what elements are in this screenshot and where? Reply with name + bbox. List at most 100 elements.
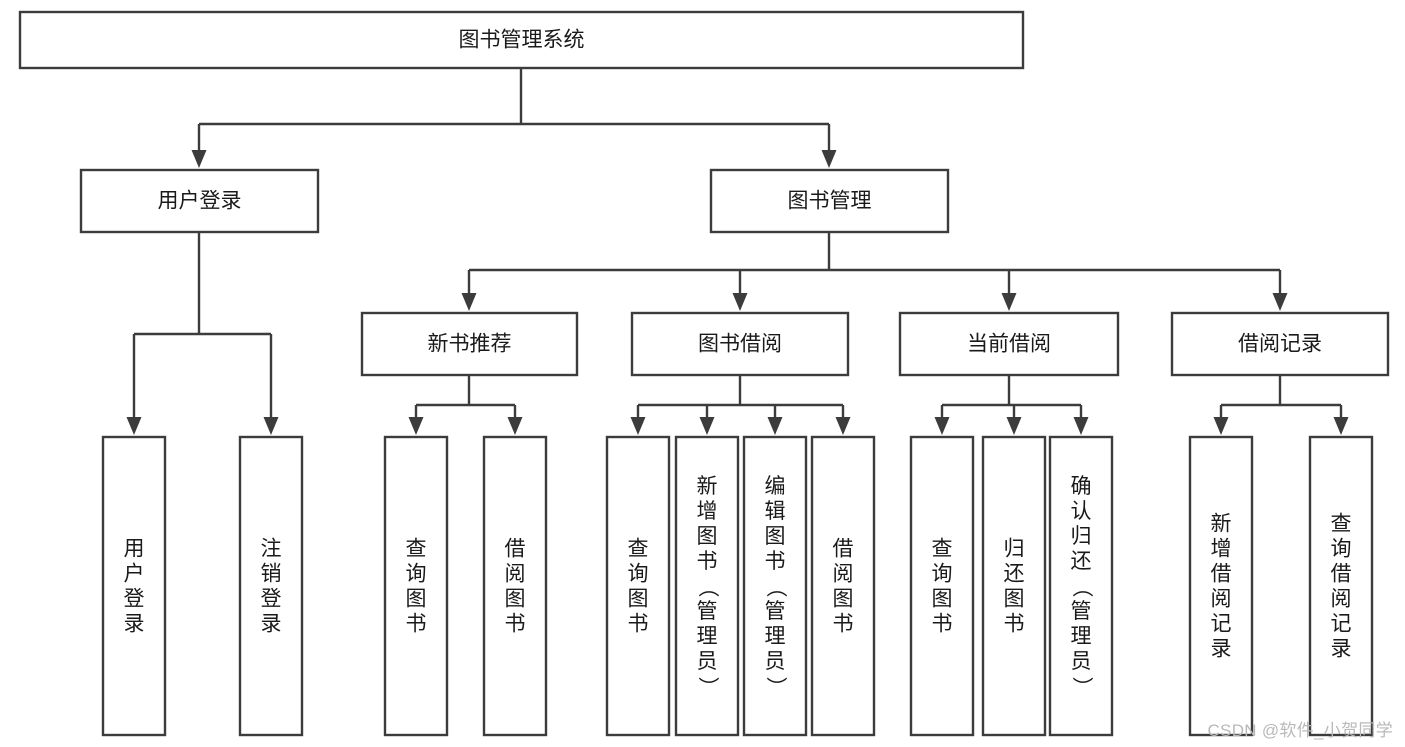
svg-text:录: 录 [1211,638,1232,661]
node-leaf_query_book_1-box[interactable] [383,435,449,737]
node-borrow_record-label: 借阅记录 [1238,333,1322,356]
svg-text:书: 书 [932,613,953,636]
node-book_manage-box[interactable] [709,168,950,234]
node-leaf_logout-box[interactable] [238,435,304,737]
svg-text:查: 查 [932,538,953,561]
arrowhead-bb-to-leaf2 [699,417,715,435]
node-leaf_edit_book-box[interactable] [742,435,808,737]
node-leaf_user_login-box[interactable] [101,435,167,737]
svg-text:图: 图 [505,588,526,611]
svg-text:图: 图 [765,525,786,548]
svg-text:阅: 阅 [1331,588,1352,611]
arrowhead-nb-to-leaf2 [507,417,523,435]
svg-text:图: 图 [697,525,718,548]
arrowhead-cb-to-leaf3 [1073,417,1089,435]
svg-text:录: 录 [124,613,145,636]
node-leaf_user_login[interactable]: 用户登录 [101,435,167,737]
arrowhead-bb-to-leaf4 [835,417,851,435]
arrowhead-bm-to-borrow-record [1272,293,1288,311]
svg-text:理: 理 [697,625,718,648]
svg-text:员: 员 [1071,650,1092,673]
node-book_manage[interactable]: 图书管理 [709,168,950,234]
svg-text:书: 书 [406,613,427,636]
node-book_manage-label: 图书管理 [788,190,872,213]
svg-text:图: 图 [833,588,854,611]
node-leaf_borrow_book_2-box[interactable] [810,435,876,737]
svg-text:理: 理 [765,625,786,648]
svg-text:借: 借 [505,538,526,561]
node-root[interactable]: 图书管理系统 [18,10,1025,70]
svg-text:阅: 阅 [505,563,526,586]
svg-text:查: 查 [406,538,427,561]
node-borrow_record-box[interactable] [1170,311,1390,377]
node-leaf_borrow_book_1-box[interactable] [482,435,548,737]
node-user_login-box[interactable] [79,168,320,234]
svg-text:记: 记 [1331,613,1352,636]
node-leaf_add_record-box[interactable] [1188,435,1254,737]
node-current_borrow-label: 当前借阅 [967,333,1051,356]
svg-text:（: （ [696,577,719,598]
svg-text:（: （ [1070,577,1093,598]
node-leaf_query_book_3-box[interactable] [909,435,975,737]
arrowhead-bb-to-leaf3 [767,417,783,435]
arrowhead-bm-to-book-borrow [732,293,748,311]
node-new_book_rec-label: 新书推荐 [428,333,512,356]
svg-text:书: 书 [833,613,854,636]
svg-text:辑: 辑 [765,500,786,523]
node-leaf_query_book_2-box[interactable] [605,435,671,737]
svg-text:询: 询 [406,563,427,586]
svg-text:）: ） [764,677,787,698]
svg-text:理: 理 [1071,625,1092,648]
svg-text:管: 管 [1071,600,1092,623]
node-leaf_confirm_return-box[interactable] [1048,435,1114,737]
node-book_borrow-box[interactable] [630,311,850,377]
node-leaf_query_record-box[interactable] [1308,435,1374,737]
node-new_book_rec[interactable]: 新书推荐 [360,311,579,377]
svg-text:增: 增 [697,500,718,523]
svg-text:录: 录 [1331,638,1352,661]
svg-text:图: 图 [932,588,953,611]
svg-text:新: 新 [1211,513,1232,536]
svg-text:员: 员 [697,650,718,673]
svg-text:）: ） [696,677,719,698]
svg-text:借: 借 [1211,563,1232,586]
svg-text:新: 新 [697,475,718,498]
node-leaf_add_book-box[interactable] [674,435,740,737]
arrowhead-bb-to-leaf1 [630,417,646,435]
node-book_borrow[interactable]: 图书借阅 [630,311,850,377]
svg-text:销: 销 [261,563,282,586]
node-new_book_rec-box[interactable] [360,311,579,377]
svg-text:询: 询 [932,563,953,586]
node-current_borrow-box[interactable] [898,311,1120,377]
svg-text:书: 书 [505,613,526,636]
node-leaf_return_book-box[interactable] [981,435,1047,737]
node-borrow_record[interactable]: 借阅记录 [1170,311,1390,377]
svg-text:注: 注 [261,538,282,561]
node-user_login-label: 用户登录 [158,190,242,213]
node-root-box[interactable] [18,10,1025,70]
svg-text:书: 书 [697,550,718,573]
arrowhead-cb-to-leaf1 [934,417,950,435]
svg-text:询: 询 [628,563,649,586]
svg-text:归: 归 [1004,538,1025,561]
svg-text:（: （ [764,577,787,598]
node-user_login[interactable]: 用户登录 [79,168,320,234]
svg-text:询: 询 [1331,538,1352,561]
node-current_borrow[interactable]: 当前借阅 [898,311,1120,377]
